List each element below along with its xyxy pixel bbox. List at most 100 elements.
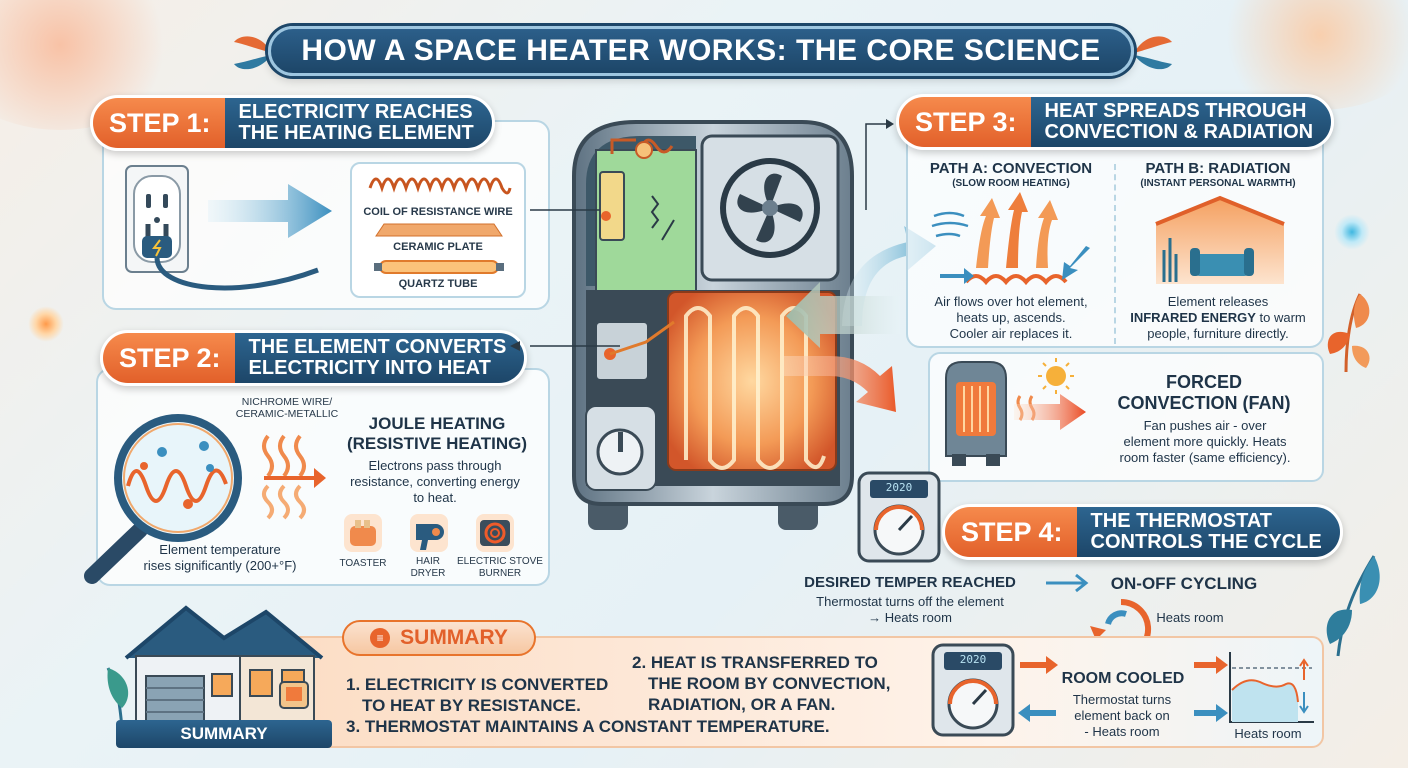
coil-label: COIL OF RESISTANCE WIRE <box>363 206 513 218</box>
joule-heading-line1: JOULE HEATING <box>368 414 506 433</box>
room-cooled-line1: Thermostat turns <box>1072 692 1172 707</box>
summary-point-3: 3. THERMOSTAT MAINTAINS A CONSTANT TEMPE… <box>346 717 830 736</box>
forced-convection-description: Fan pushes air - over element more quick… <box>1092 418 1318 466</box>
heat-waves-icon <box>262 434 326 520</box>
thermostat-icon <box>857 471 941 563</box>
summary-point1-line2: TO HEAT BY RESISTANCE. <box>362 696 581 715</box>
step4-number: STEP 4: <box>945 507 1077 557</box>
cycle-arrows-icon <box>1018 656 1228 722</box>
summary-point2-line3: RADIATION, OR A FAN. <box>648 695 836 714</box>
summary-point-2: 2. HEAT IS TRANSFERRED TO THE ROOM BY CO… <box>632 652 912 715</box>
summary-thermostat-display: 2020 <box>959 653 987 666</box>
path-b-desc-line1: Element releases <box>1167 294 1269 309</box>
path-a-subtitle: (SLOW ROOM HEATING) <box>952 178 1070 189</box>
house-icon <box>124 605 324 731</box>
path-a-desc-line1: Air flows over hot element, <box>934 294 1088 309</box>
example-hair-dryer-line2: DRYER <box>410 568 446 579</box>
step3-number: STEP 3: <box>899 97 1031 147</box>
ceramic-plate-icon <box>375 223 503 237</box>
element-temperature-note: Element temperature rises significantly … <box>130 542 310 574</box>
temperature-graph-icon <box>1229 652 1314 723</box>
path-b-title: PATH B: RADIATION <box>1145 160 1291 177</box>
room-cooled-line2: element back on <box>1074 708 1170 723</box>
quartz-tube-icon <box>374 260 504 274</box>
wire-label-line1: NICHROME WIRE/ <box>241 396 333 408</box>
desired-temp-line1: Thermostat turns off the element <box>816 594 1004 609</box>
arrow-right-icon <box>208 184 332 238</box>
connector-lines <box>510 119 894 351</box>
example-hair-dryer: HAIR DRYER <box>398 556 458 580</box>
path-divider <box>1114 164 1116 344</box>
joule-desc-line1: Electrons pass through <box>368 458 502 473</box>
wire-label-line2: CERAMIC-METALLIC <box>235 408 339 420</box>
example-toaster-line1: TOASTER <box>339 558 387 569</box>
house-label-bar: SUMMARY <box>116 720 332 748</box>
joule-desc-line2: resistance, converting energy <box>350 474 520 489</box>
path-a-desc-line2: heats up, ascends. <box>956 310 1066 325</box>
summary-point-1: 1. ELECTRICITY IS CONVERTED TO HEAT BY R… <box>346 674 636 716</box>
stove-burner-icon <box>476 514 514 552</box>
hair-dryer-icon <box>410 514 448 552</box>
example-stove-line1: ELECTRIC STOVE <box>457 556 543 567</box>
step1-title-line2: THE HEATING ELEMENT <box>238 122 474 144</box>
wire-label: NICHROME WIRE/ CERAMIC-METALLIC <box>222 396 352 420</box>
joule-heading-line2: (RESISTIVE HEATING) <box>346 434 528 453</box>
path-a-description: Air flows over hot element, heats up, as… <box>912 294 1110 342</box>
forced-desc-line3: room faster (same efficiency). <box>1119 450 1291 465</box>
ceramic-plate-label: CERAMIC PLATE <box>393 241 483 253</box>
leaf-decoration-right <box>1134 36 1172 70</box>
path-b-subtitle: (INSTANT PERSONAL WARMTH) <box>1140 178 1296 189</box>
step4-title-line1: THE THERMOSTAT <box>1090 510 1273 532</box>
leaf-decoration-left <box>234 36 272 70</box>
step2-title-line1: THE ELEMENT CONVERTS <box>248 336 507 358</box>
leaf-decoration-bottom-right <box>1326 555 1380 657</box>
step2-title-line2: ELECTRICITY INTO HEAT <box>248 357 491 379</box>
path-a-title: PATH A: CONVECTION <box>929 160 1093 177</box>
cycling-subtitle: Heats room <box>1156 610 1224 625</box>
summary-point2-line2: THE ROOM BY CONVECTION, <box>648 674 891 693</box>
step3-title-line2: CONVECTION & RADIATION <box>1044 121 1314 143</box>
forced-desc-line1: Fan pushes air - over <box>1143 418 1267 433</box>
desired-temp-title: DESIRED TEMPER REACHED <box>804 574 1016 591</box>
path-b-desc-bold: INFRARED ENERGY <box>1130 310 1256 325</box>
desired-temp-line2: → Heats room <box>868 610 952 625</box>
joule-heading: JOULE HEATING (RESISTIVE HEATING) <box>332 414 542 454</box>
temp-note-line2: rises significantly (200+°F) <box>143 558 297 573</box>
room-cooled-line3: - Heats room <box>1084 724 1160 739</box>
house-label: SUMMARY <box>180 724 268 743</box>
list-icon: ≡ <box>370 628 391 648</box>
summary-thermostat-icon <box>931 643 1015 737</box>
portable-heater-icon <box>945 358 1086 466</box>
coil-icon <box>368 177 512 195</box>
forced-title-line2: CONVECTION (FAN) <box>1117 393 1291 413</box>
magnifier-icon <box>84 414 242 584</box>
summary-point1-line1: 1. ELECTRICITY IS CONVERTED <box>346 675 609 694</box>
convection-icon <box>931 192 1090 286</box>
quartz-tube-label: QUARTZ TUBE <box>398 278 478 290</box>
on-off-cycling-title: ON-OFF CYCLING <box>1110 574 1258 593</box>
step4-title-line2: CONTROLS THE CYCLE <box>1090 531 1322 553</box>
page-title: HOW A SPACE HEATER WORKS: THE CORE SCIEN… <box>301 34 1101 67</box>
example-stove-line2: BURNER <box>478 568 522 579</box>
example-stove: ELECTRIC STOVE BURNER <box>452 556 548 580</box>
temp-note-line1: Element temperature <box>159 542 281 557</box>
example-toaster: TOASTER <box>330 558 396 570</box>
toaster-icon <box>344 514 382 552</box>
leaf-decoration-right-edge <box>1327 293 1370 373</box>
room-cooled-description: Thermostat turns element back on - Heats… <box>1044 692 1200 740</box>
joule-description: Electrons pass through resistance, conve… <box>322 458 548 506</box>
room-cooled-title: ROOM COOLED <box>1061 670 1185 687</box>
path-b-description: Element releases INFRARED ENERGY to warm… <box>1118 294 1318 342</box>
path-b-desc-line3: people, furniture directly. <box>1147 326 1289 341</box>
radiation-room-icon <box>1155 195 1285 284</box>
path-a-desc-line3: Cooler air replaces it. <box>949 326 1073 341</box>
forced-title-line1: FORCED <box>1166 372 1242 392</box>
summary-badge-label: SUMMARY <box>400 626 508 649</box>
joule-desc-line3: to heat. <box>413 490 457 505</box>
summary-point2-line1: 2. HEAT IS TRANSFERRED TO <box>632 653 878 672</box>
